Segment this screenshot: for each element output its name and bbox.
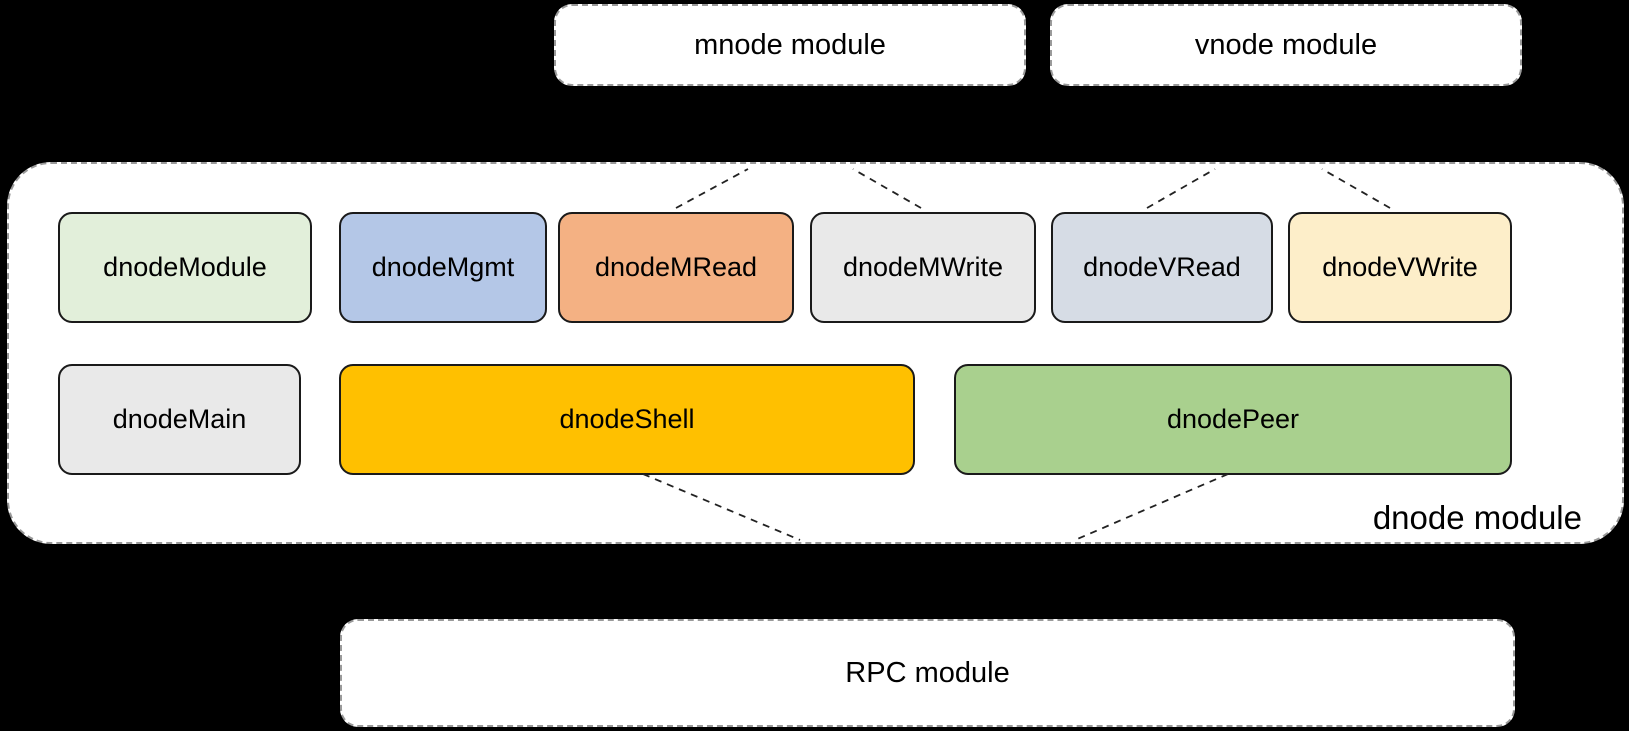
mnode-module-label: mnode module xyxy=(694,28,886,61)
component-dnodeMgmt[interactable]: dnodeMgmt xyxy=(339,212,547,323)
component-dnodeMain[interactable]: dnodeMain xyxy=(58,364,301,475)
component-label: dnodeModule xyxy=(103,251,267,282)
mnode-module-box[interactable]: mnode module xyxy=(554,4,1026,86)
component-label: dnodeShell xyxy=(559,403,695,434)
component-label: dnodePeer xyxy=(1166,403,1300,434)
component-dnodeVWrite[interactable]: dnodeVWrite xyxy=(1288,212,1512,323)
component-dnodePeer[interactable]: dnodePeer xyxy=(954,364,1512,475)
component-label: dnodeMgmt xyxy=(371,251,515,282)
component-label: dnodeMain xyxy=(112,403,247,434)
vnode-module-box[interactable]: vnode module xyxy=(1050,4,1522,86)
component-dnodeShell[interactable]: dnodeShell xyxy=(339,364,915,475)
dnode-module-container[interactable]: dnodeModule dnodeMgmt dnodeMRead dnodeMW… xyxy=(7,162,1624,544)
vnode-module-label: vnode module xyxy=(1194,28,1378,61)
dnode-module-label: dnode module xyxy=(1372,499,1582,536)
component-label: dnodeVRead xyxy=(1083,251,1241,282)
rpc-module-box[interactable]: RPC module xyxy=(340,619,1515,727)
component-label: dnodeMRead xyxy=(594,251,758,282)
component-dnodeVRead[interactable]: dnodeVRead xyxy=(1051,212,1273,323)
component-dnodeMRead[interactable]: dnodeMRead xyxy=(558,212,794,323)
rpc-module-label: RPC module xyxy=(845,656,1010,689)
component-dnodeMWrite[interactable]: dnodeMWrite xyxy=(810,212,1036,323)
component-dnodeModule[interactable]: dnodeModule xyxy=(58,212,312,323)
component-label: dnodeMWrite xyxy=(842,251,1004,282)
component-label: dnodeVWrite xyxy=(1322,251,1478,282)
